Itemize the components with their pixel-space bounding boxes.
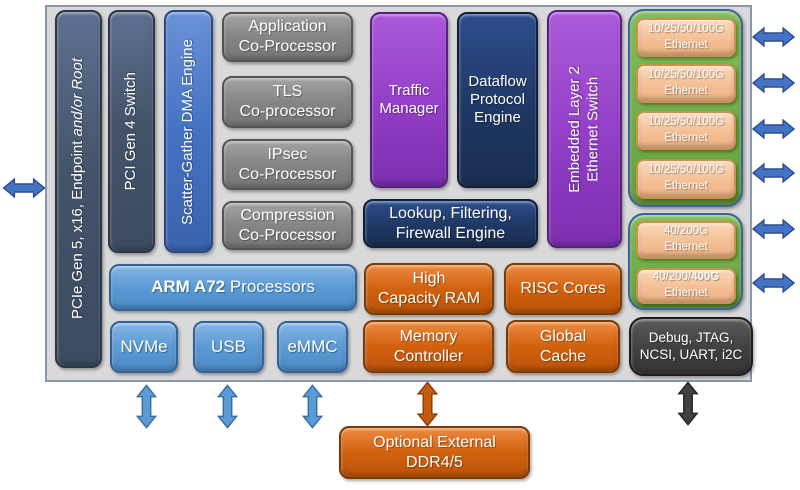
dataflow-protocol-engine-block: Dataflow Protocol Engine [457, 12, 538, 188]
pci-gen4-switch-block: PCI Gen 4 Switch [108, 10, 155, 253]
arm-a72-processors-block: ARM A72 Processors [109, 264, 357, 311]
ethernet-port-speed: 10/25/50/100G [647, 68, 725, 81]
ethernet-port-block-6: 40/200/400G Ethernet [636, 268, 736, 304]
ethernet-port-speed: 40/200G [663, 225, 709, 238]
global-cache-block: Global Cache [506, 320, 620, 373]
ipsec-coprocessor-block: IPsec Co-Processor [222, 139, 353, 190]
tls-coprocessor-block: TLS Co-processor [222, 76, 353, 128]
pcie-endpoint-label: PCIe Gen 5, x16, Endpoint and/or Root [69, 58, 87, 320]
ethernet-port-label: Ethernet [664, 180, 708, 192]
pcie-bidirectional-arrow-icon [2, 175, 46, 201]
emmc-block: eMMC [277, 321, 348, 373]
ethernet-arrow-icon-5 [751, 216, 796, 242]
application-coprocessor-block: Application Co-Processor [222, 12, 353, 62]
ethernet-port-block-1: 10/25/50/100G Ethernet [636, 18, 736, 57]
ethernet-port-label: Ethernet [664, 84, 708, 97]
embedded-l2-ethernet-switch-block: Embedded Layer 2 Ethernet Switch [547, 10, 622, 248]
ethernet-arrow-icon-3 [751, 116, 796, 142]
nvme-block: NVMe [110, 321, 178, 373]
pci-gen4-switch-label: PCI Gen 4 Switch [122, 72, 140, 191]
ddr-arrow-icon [413, 381, 442, 427]
usb-block: USB [193, 321, 264, 373]
high-capacity-ram-block: High Capacity RAM [364, 263, 494, 315]
ethernet-port-label: Ethernet [664, 241, 708, 253]
nvme-arrow-icon [133, 384, 160, 429]
ethernet-port-label: Ethernet [664, 287, 708, 299]
ethernet-port-speed: 10/25/50/100G [647, 115, 725, 128]
ethernet-arrow-icon-1 [751, 24, 796, 50]
ethernet-port-speed: 10/25/50/100G [647, 164, 725, 177]
ethernet-port-label: Ethernet [664, 131, 708, 144]
compression-coprocessor-block: Compression Co-Processor [222, 201, 353, 250]
risc-cores-block: RISC Cores [504, 263, 622, 315]
memory-controller-block: Memory Controller [363, 320, 494, 373]
ethernet-port-label: Ethernet [664, 38, 708, 51]
debug-jtag-block: Debug, JTAG, NCSI, UART, i2C [629, 317, 753, 376]
scatter-gather-dma-block: Scatter-Gather DMA Engine [164, 10, 213, 253]
ethernet-port-speed: 40/200/400G [652, 271, 720, 284]
ethernet-arrow-icon-6 [751, 270, 796, 296]
embedded-l2-ethernet-switch-label: Embedded Layer 2 Ethernet Switch [566, 65, 602, 193]
usb-arrow-icon [214, 384, 241, 429]
ethernet-port-block-4: 10/25/50/100G Ethernet [636, 159, 736, 199]
arm-a72-processors-label: ARM A72 Processors [151, 277, 315, 297]
ethernet-arrow-icon-4 [751, 160, 796, 186]
pcie-endpoint-block: PCIe Gen 5, x16, Endpoint and/or Root [55, 10, 102, 368]
optional-external-ddr-block: Optional External DDR4/5 [339, 426, 530, 479]
scatter-gather-dma-label: Scatter-Gather DMA Engine [179, 38, 197, 225]
emmc-arrow-icon [299, 384, 326, 429]
ethernet-port-speed: 10/25/50/100G [647, 22, 725, 35]
traffic-manager-block: Traffic Manager [370, 12, 448, 188]
ethernet-port-block-5: 40/200G Ethernet [636, 221, 736, 259]
ethernet-port-block-3: 10/25/50/100G Ethernet [636, 111, 736, 150]
ethernet-arrow-icon-2 [751, 70, 796, 96]
ethernet-port-block-2: 10/25/50/100G Ethernet [636, 64, 736, 103]
debug-arrow-icon [674, 381, 702, 426]
lookup-filtering-firewall-block: Lookup, Filtering, Firewall Engine [363, 199, 538, 248]
